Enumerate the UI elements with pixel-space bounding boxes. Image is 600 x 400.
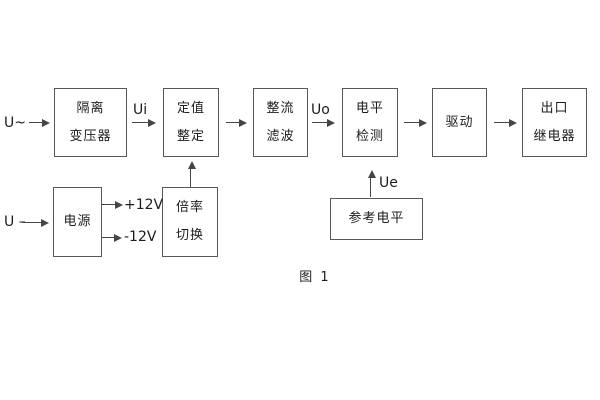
block-label-line: 隔离 bbox=[76, 100, 105, 116]
arrow-uo bbox=[312, 119, 335, 127]
ac-input-label: U~ bbox=[4, 115, 26, 131]
arrow-setting-to-rect bbox=[226, 119, 247, 127]
block-label-line: 整定 bbox=[176, 128, 205, 144]
block-reference-level: 参考电平 bbox=[330, 198, 423, 240]
plus-12v-label: +12V bbox=[124, 197, 164, 213]
minus-12v-label: -12V bbox=[124, 229, 157, 245]
block-rectifier-filter: 整流 滤波 bbox=[253, 88, 308, 157]
arrow-ratio-to-setting bbox=[187, 161, 196, 187]
arrow-dc-input bbox=[22, 219, 49, 227]
block-power-supply: 电源 bbox=[53, 187, 102, 257]
block-label-line: 整流 bbox=[266, 100, 295, 116]
block-level-detection: 电平 检测 bbox=[342, 88, 398, 157]
block-label-line: 定值 bbox=[176, 100, 205, 116]
block-label-line: 电源 bbox=[63, 214, 92, 229]
block-label-line: 驱动 bbox=[445, 114, 474, 130]
arrow-level-to-drive bbox=[404, 119, 427, 127]
ue-signal-label: Ue bbox=[379, 175, 398, 191]
block-label-line: 电平 bbox=[355, 100, 384, 116]
block-value-setting: 定值 整定 bbox=[163, 88, 219, 157]
dc-input-label: U – bbox=[4, 214, 26, 230]
block-label-line: 滤波 bbox=[266, 128, 295, 144]
block-label-line: 切换 bbox=[175, 228, 204, 243]
arrow-minus-12v bbox=[102, 234, 122, 242]
block-ratio-switch: 倍率 切换 bbox=[162, 187, 218, 257]
arrow-drive-to-relay bbox=[494, 119, 517, 127]
arrow-ue-to-level bbox=[367, 170, 376, 197]
block-label-line: 检测 bbox=[355, 128, 384, 144]
block-label-line: 变压器 bbox=[69, 128, 112, 144]
uo-signal-label: Uo bbox=[311, 102, 330, 118]
block-driver: 驱动 bbox=[432, 88, 487, 157]
arrow-ac-input bbox=[29, 119, 50, 127]
block-output-relay: 出口 继电器 bbox=[522, 88, 587, 157]
arrow-plus-12v bbox=[102, 201, 123, 209]
block-isolation-transformer: 隔离 变压器 bbox=[54, 88, 127, 157]
block-label-line: 倍率 bbox=[175, 200, 204, 215]
arrow-ui bbox=[132, 119, 156, 127]
block-label-line: 出口 bbox=[540, 100, 569, 116]
ui-signal-label: Ui bbox=[133, 102, 148, 118]
block-label-line: 参考电平 bbox=[348, 211, 405, 226]
block-label-line: 继电器 bbox=[533, 128, 576, 144]
figure-caption: 图 1 bbox=[299, 270, 331, 285]
